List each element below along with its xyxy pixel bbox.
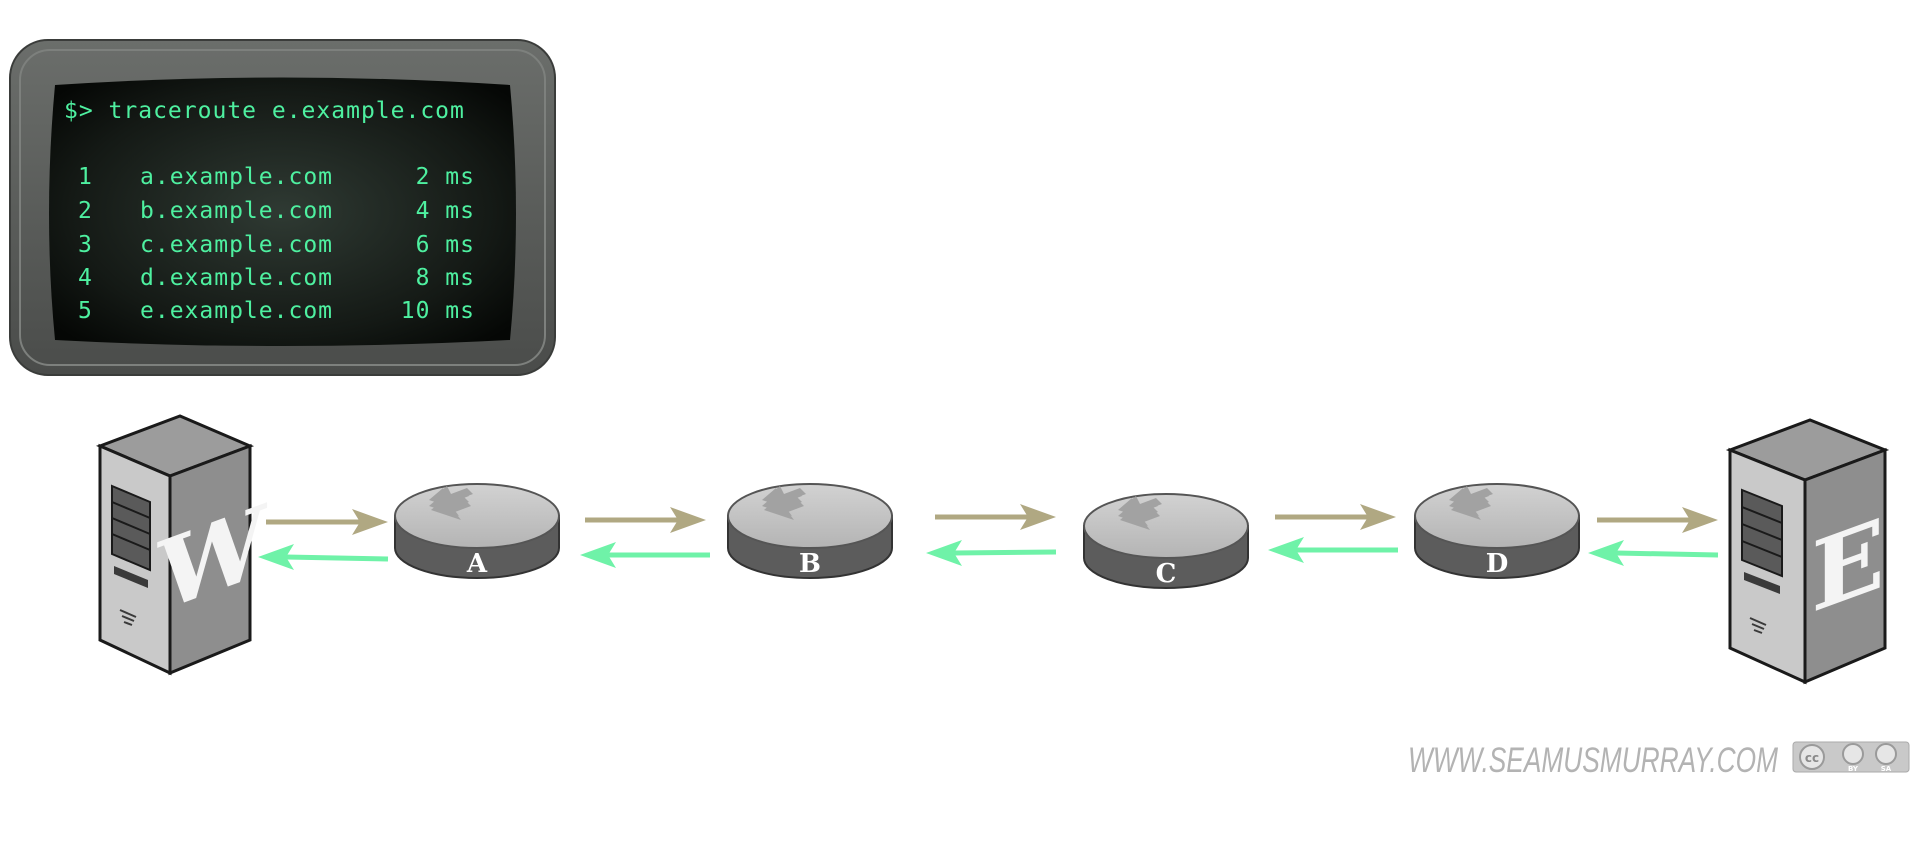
router-top (727, 483, 893, 549)
terminal-bezel-inner (19, 49, 546, 366)
router-top (1414, 483, 1580, 549)
hop-time: 8 ms (416, 265, 475, 291)
hop-host: e.example.com (140, 298, 333, 324)
terminal-screen (49, 77, 516, 346)
return-arrow-icon (926, 540, 1057, 566)
hop-time: 10 ms (401, 298, 475, 324)
return-arrow-icon (1268, 537, 1398, 563)
watermark-text: WWW.SEAMUSMURRAY.COM (1408, 741, 1779, 780)
terminal-command: $> traceroute e.example.com (64, 98, 465, 124)
by-attribution-icon (1842, 743, 1864, 765)
hop-host: d.example.com (140, 265, 333, 291)
hop-number: 3 (78, 232, 93, 258)
router-b: B (727, 483, 893, 579)
hop-number: 2 (78, 198, 93, 224)
watermark: WWW.SEAMUSMURRAY.COM cc BY SA (1408, 741, 1910, 780)
hop-time: 2 ms (416, 164, 475, 190)
hop-number: 1 (78, 164, 93, 190)
cc-icon (1799, 744, 1825, 770)
forward-arrow-icon (1275, 504, 1396, 530)
server-letter-e: E (1811, 497, 1884, 636)
forward-arrow-icon (266, 509, 388, 535)
forward-arrow-icon (1597, 507, 1718, 533)
router-label-b: B (799, 549, 821, 579)
return-arrow-icon (580, 542, 710, 568)
hop-time: 6 ms (416, 232, 475, 258)
router-label-a: A (466, 549, 488, 579)
drive-bays-icon (1741, 488, 1783, 634)
router-d: D (1414, 483, 1580, 579)
cc-license-badge: cc BY SA (1792, 741, 1910, 773)
router-label-d: D (1486, 549, 1509, 579)
router-label-c: C (1156, 559, 1177, 589)
router-c: C (1083, 493, 1249, 589)
server-w: W (95, 414, 268, 676)
sa-share-alike-icon (1875, 743, 1897, 765)
traceroute-output: 1 a.example.com 2 ms 2 b.example.com 4 m… (78, 164, 475, 324)
hop-number: 5 (78, 298, 93, 324)
hop-time: 4 ms (416, 198, 475, 224)
router-top (1083, 493, 1249, 559)
server-right-face (168, 443, 252, 676)
forward-arrow-icon (585, 507, 706, 533)
return-arrow-icon (258, 544, 389, 570)
server-right-face (1803, 447, 1887, 685)
hop-host: c.example.com (140, 232, 333, 258)
return-arrow-icon (1588, 540, 1719, 566)
hop-number: 4 (78, 265, 93, 291)
by-label: BY (1848, 765, 1859, 773)
router-top (394, 483, 560, 549)
forward-arrows (266, 504, 1718, 535)
terminal-monitor: $> traceroute e.example.com 1 a.example.… (9, 39, 556, 376)
cc-label: cc (1805, 751, 1819, 765)
server-e: E (1725, 418, 1890, 685)
drive-bays-icon (111, 484, 151, 626)
return-arrows (258, 537, 1719, 570)
hop-host: a.example.com (140, 164, 333, 190)
hop-host: b.example.com (140, 198, 333, 224)
router-a: A (394, 483, 560, 579)
sa-label: SA (1881, 765, 1892, 773)
forward-arrow-icon (935, 504, 1056, 530)
